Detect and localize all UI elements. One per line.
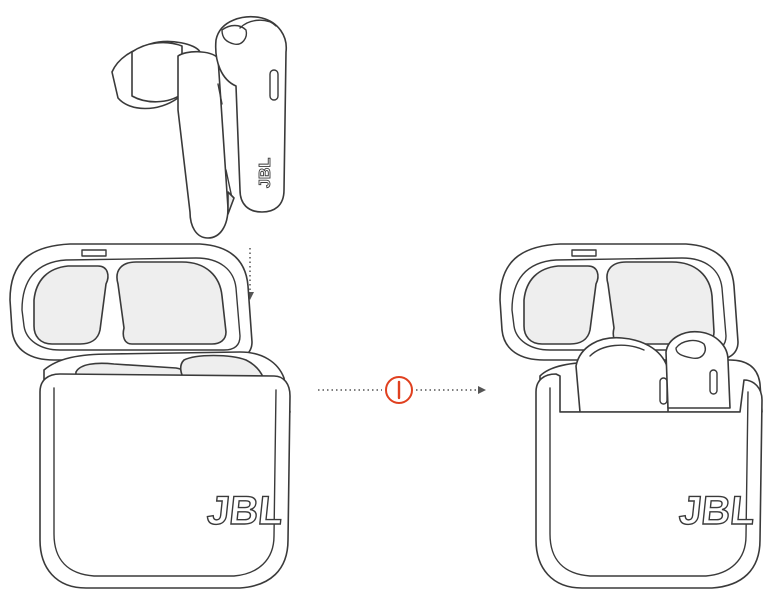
left-earbud [111,40,235,239]
docked-left-earbud [575,336,669,413]
earbuds-out-of-case: JBL [111,16,287,239]
right-earbud: JBL [214,16,287,213]
power-icon [385,376,413,404]
earbud-logo: JBL [257,158,274,188]
docked-right-earbud [665,330,731,409]
case-logo: JBL [205,489,285,533]
arrow-right-icon [318,386,486,394]
case-logo: JBL [677,489,757,533]
charging-case-with-earbuds: JBL [499,243,763,589]
charging-case-empty: JBL [9,243,291,589]
